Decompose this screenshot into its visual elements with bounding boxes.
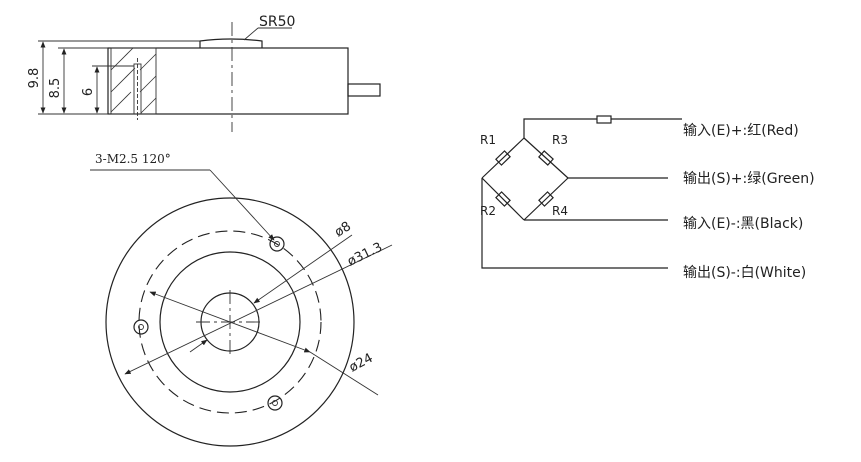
dim-dome-radius: SR50 (259, 14, 295, 30)
label-r4: R4 (552, 204, 568, 218)
dim-total-height: 9.8 (27, 68, 42, 89)
wheatstone-bridge: R1 R3 R2 R4 输入(E)+:红(Red) 输出(S)+:绿(Green… (480, 115, 815, 281)
wire-label-black: 输入(E)-:黑(Black) (683, 216, 803, 232)
dim-thread-depth: 6 (81, 88, 96, 96)
resistor-r4 (538, 191, 554, 207)
resistor-r3 (538, 150, 554, 166)
wire-label-red: 输入(E)+:红(Red) (683, 123, 799, 139)
resistor-r1 (495, 150, 511, 166)
dim-hole-circle-dia: ø24 (347, 351, 376, 376)
dim-center-dia: ø8 (332, 219, 354, 240)
compensation-resistor (596, 115, 612, 124)
side-view: 9.8 8.5 6 SR50 (27, 14, 381, 132)
resistor-r2 (495, 191, 511, 207)
top-view: 3-M2.5 120° ø8 ø31.3 ø24 (90, 152, 393, 447)
label-r2: R2 (480, 204, 496, 218)
dim-body-height: 8.5 (48, 78, 63, 99)
wire-label-green: 输出(S)+:绿(Green) (683, 171, 815, 187)
dim-outer-dia: ø31.3 (345, 240, 385, 270)
mounting-hole (269, 236, 285, 252)
mounting-hole (267, 395, 283, 411)
hole-spec-label: 3-M2.5 120° (95, 152, 171, 166)
mounting-hole (133, 319, 149, 335)
label-r3: R3 (552, 133, 568, 147)
label-r1: R1 (480, 133, 496, 147)
section-hatch (110, 47, 157, 120)
wire-label-white: 输出(S)-:白(White) (683, 265, 806, 281)
